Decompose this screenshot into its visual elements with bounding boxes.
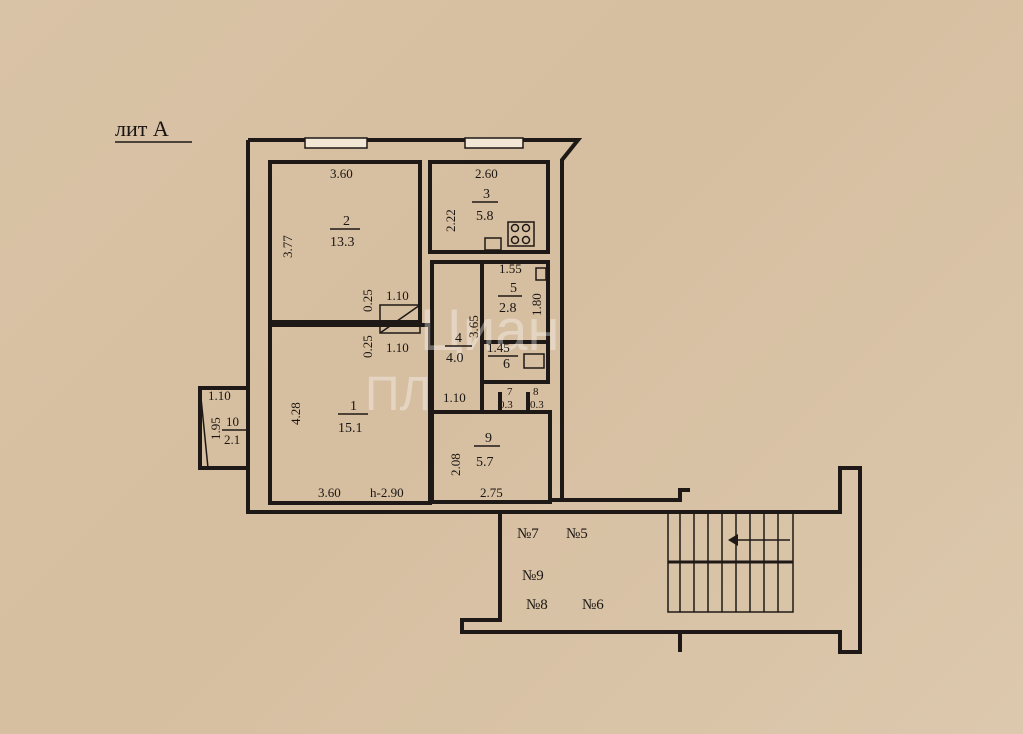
room-10-area: 2.1 — [224, 432, 240, 447]
room-4-area: 4.0 — [446, 351, 464, 366]
label-n6: №6 — [582, 597, 604, 613]
stairwell — [460, 466, 862, 654]
room-5-number: 5 — [510, 281, 517, 296]
watermark-partial: ПЛ — [365, 368, 431, 421]
dim-door-110-a: 1.10 — [386, 288, 409, 303]
dim-room3-top: 2.60 — [475, 166, 498, 181]
dim-room7-top: 1.10 — [443, 390, 466, 405]
dim-room6-top: 1.45 — [487, 340, 510, 355]
plan-title: лит А — [115, 116, 169, 141]
room-7-area: 0.3 — [499, 399, 513, 411]
room-3-number: 3 — [483, 187, 490, 202]
label-n8: №8 — [526, 597, 548, 613]
room-9-number: 9 — [485, 431, 492, 446]
dim-room2-top: 3.60 — [330, 166, 353, 181]
toilet-icon — [535, 267, 547, 281]
watermark-text: Циан — [420, 298, 560, 363]
stove-icon — [507, 221, 535, 247]
dim-room5-right: 1.80 — [529, 293, 544, 316]
room-9-area: 5.7 — [476, 455, 494, 470]
dimension-labels: 3.60 3.77 2.60 2.22 1.55 1.80 3.65 1.45 … — [208, 166, 544, 500]
dim-door-025-b: 0.25 — [360, 335, 375, 358]
stair-labels: №7 №5 №9 №8 №6 — [517, 526, 604, 613]
sink-icon — [484, 237, 502, 251]
room-2-area: 13.3 — [330, 235, 355, 250]
room-1-number: 1 — [350, 399, 357, 414]
dim-room1-left: 4.28 — [288, 402, 303, 425]
dim-room4-side: 3.65 — [466, 315, 481, 338]
room-5-area: 2.8 — [499, 301, 517, 316]
dim-door-025-a: 0.25 — [360, 289, 375, 312]
room-7-number: 7 — [507, 386, 513, 398]
label-n9: №9 — [522, 568, 544, 584]
room-4-number: 4 — [455, 331, 462, 346]
label-n5: №5 — [566, 526, 588, 542]
room-6-number: 6 — [503, 357, 510, 372]
room-8-number: 8 — [533, 386, 539, 398]
dim-door-110-b: 1.10 — [386, 340, 409, 355]
room-1-area: 15.1 — [338, 421, 363, 436]
dim-room3-left: 2.22 — [443, 209, 458, 232]
room-labels: 2 13.3 3 5.8 5 2.8 4 4.0 6 7 0.3 8 0.3 1… — [222, 187, 544, 470]
room-8-area: 0.3 — [530, 399, 544, 411]
dim-ceiling-height: h-2.90 — [370, 485, 404, 500]
dim-room10-left: 1.95 — [208, 417, 223, 440]
dim-room9-left: 2.08 — [448, 453, 463, 476]
arrow-head-icon — [728, 534, 738, 546]
apartment-walls — [198, 137, 583, 548]
dim-room9-bottom: 2.75 — [480, 485, 503, 500]
dim-room1-bottom: 3.60 — [318, 485, 341, 500]
room-2-number: 2 — [343, 214, 350, 229]
dim-room5-top: 1.55 — [499, 261, 522, 276]
dim-room10-top: 1.10 — [208, 388, 231, 403]
washbasin-icon — [523, 353, 545, 369]
label-n7: №7 — [517, 526, 539, 542]
room-10-number: 10 — [226, 414, 239, 429]
dim-room2-left: 3.77 — [280, 235, 295, 258]
room-3-area: 5.8 — [476, 209, 494, 224]
